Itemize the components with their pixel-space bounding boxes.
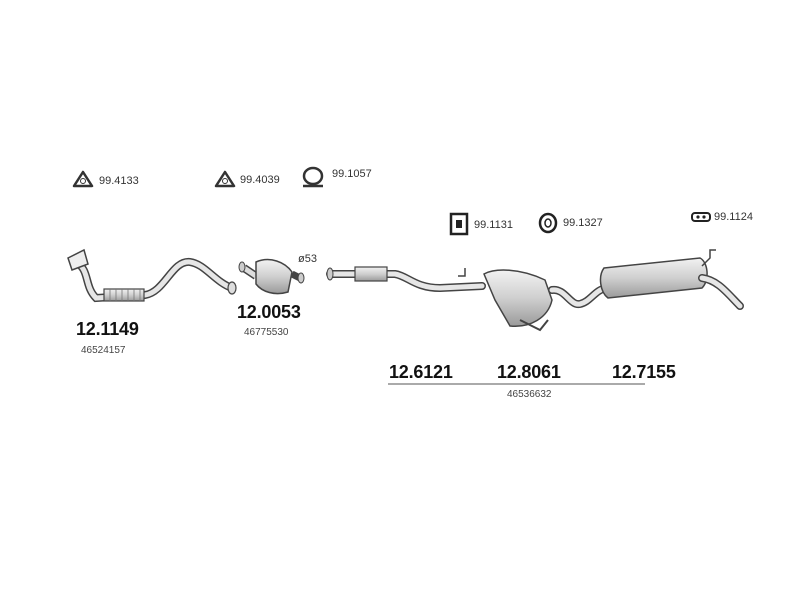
part-number-middle-pipe: 12.6121	[389, 362, 453, 382]
oe-number-catalyst: 46775530	[244, 327, 289, 338]
hardware-code-hanger-a: 99.1131	[474, 219, 513, 231]
part-number-front-pipe: 12.1149	[76, 319, 139, 339]
hardware-code-gasket-b: 99.4039	[240, 174, 280, 186]
oe-number-assembly: 46536632	[507, 389, 552, 400]
hardware-code-clamp: 99.1057	[332, 168, 372, 180]
hardware-code-hanger-b: 99.1327	[563, 217, 603, 229]
rubber-hanger-icon	[449, 212, 469, 236]
gasket-hole-icon	[80, 178, 86, 184]
hardware-code-hanger-c: 99.1124	[714, 211, 753, 223]
front-pipe-drawing	[67, 248, 237, 303]
catalyst-drawing	[238, 258, 305, 295]
part-number-centre-silencer: 12.8061	[497, 362, 561, 382]
main-assembly-drawing	[326, 249, 744, 332]
part-number-rear-silencer: 12.7155	[612, 362, 676, 382]
triangle-gasket-icon	[72, 170, 94, 188]
mount-block-icon	[691, 212, 711, 222]
gasket-hole-icon	[222, 178, 228, 184]
pipe-clamp-icon	[302, 166, 324, 188]
triangle-gasket-icon	[214, 170, 236, 188]
oe-number-front-pipe: 46524157	[81, 345, 126, 356]
hardware-code-gasket-a: 99.4133	[99, 175, 139, 187]
rubber-ring-icon	[538, 212, 558, 234]
part-number-catalyst: 12.0053	[237, 302, 301, 322]
catalyst-diameter-label: ø53	[298, 253, 317, 265]
